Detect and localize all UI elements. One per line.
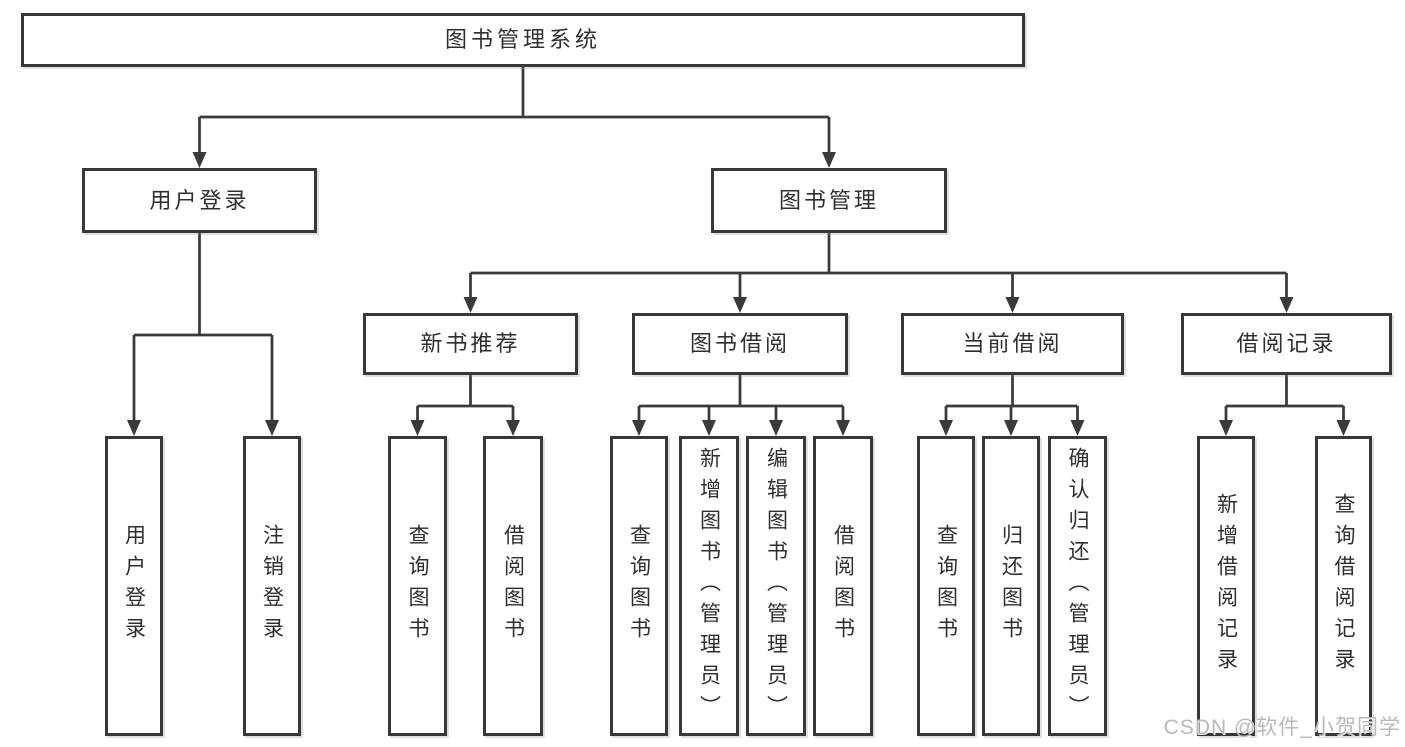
node-confirm-return-admin: 确认归还（管理员） bbox=[1048, 436, 1107, 736]
node-book-borrowing: 图书借阅 bbox=[632, 313, 848, 375]
node-book-management-branch: 图书管理 bbox=[711, 168, 947, 233]
node-borrow-books-borrowing: 借阅图书 bbox=[813, 436, 873, 736]
watermark: CSDN @软件_小贺同学 bbox=[1163, 716, 1401, 739]
node-new-book-recommendation: 新书推荐 bbox=[363, 313, 578, 375]
node-query-books-borrowing: 查询图书 bbox=[610, 436, 668, 736]
node-borrow-books-recommend: 借阅图书 bbox=[483, 436, 543, 736]
node-current-borrowing: 当前借阅 bbox=[901, 313, 1124, 375]
node-logout: 注销登录 bbox=[243, 436, 301, 736]
node-query-books-recommend: 查询图书 bbox=[388, 436, 447, 736]
node-borrowing-records: 借阅记录 bbox=[1181, 313, 1392, 375]
node-query-borrow-record: 查询借阅记录 bbox=[1315, 436, 1372, 736]
node-add-book-admin: 新增图书（管理员） bbox=[679, 436, 739, 736]
node-edit-book-admin: 编辑图书（管理员） bbox=[746, 436, 806, 736]
node-return-books: 归还图书 bbox=[982, 436, 1040, 736]
node-user-login: 用户登录 bbox=[105, 436, 163, 736]
node-library-system: 图书管理系统 bbox=[21, 13, 1025, 67]
node-query-books-current: 查询图书 bbox=[917, 436, 975, 736]
node-user-login-branch: 用户登录 bbox=[82, 168, 317, 233]
node-add-borrow-record: 新增借阅记录 bbox=[1197, 436, 1255, 736]
